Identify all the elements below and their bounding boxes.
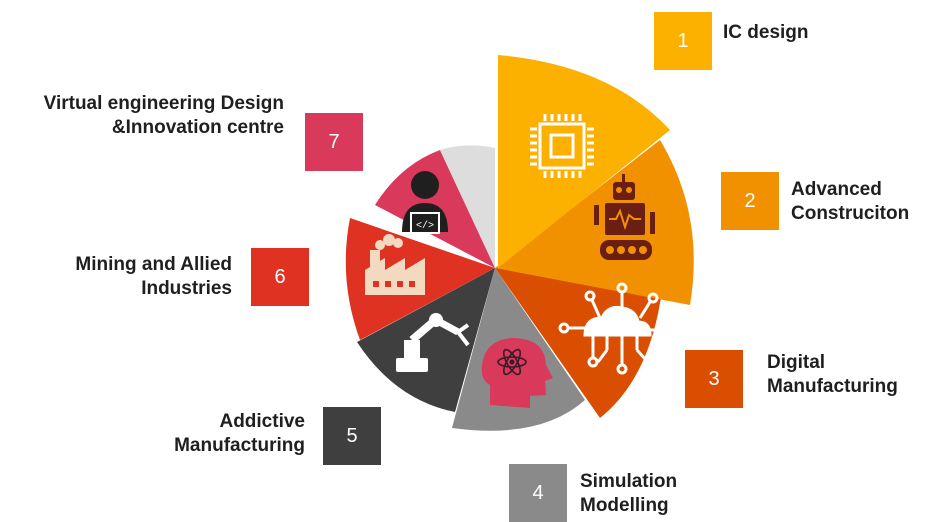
cloud-network-icon xyxy=(558,282,674,375)
number-box-6: 6 xyxy=(251,248,309,306)
label-2: Advanced Construciton xyxy=(791,178,909,226)
number-box-5: 5 xyxy=(323,407,381,465)
label-3-line-1: Digital xyxy=(767,352,826,373)
label-6: Mining and Allied Industries xyxy=(75,253,232,301)
svg-text:</>: </> xyxy=(416,220,434,232)
label-2-line-2: Construciton xyxy=(791,203,910,224)
number-box-7: 7 xyxy=(305,113,363,171)
number-box-3: 3 xyxy=(685,350,743,408)
label-7-line-1: Virtual engineering Design xyxy=(43,93,284,114)
developer-laptop-icon: </> xyxy=(402,171,448,234)
number-box-1: 1 xyxy=(654,12,712,70)
factory-icon xyxy=(365,234,425,295)
label-2-line-1: Advanced xyxy=(791,179,882,200)
number-box-4: 4 xyxy=(509,464,567,522)
label-5-line-2: Manufacturing xyxy=(174,435,305,456)
robotic-arm-icon xyxy=(396,313,470,372)
label-7-line-2: &Innovation centre xyxy=(111,117,284,138)
label-6-line-1: Mining and Allied xyxy=(75,254,232,275)
segment-5 xyxy=(357,268,495,412)
label-7: Virtual engineering Design &Innovation c… xyxy=(44,92,284,140)
label-4-line-1: Simulation xyxy=(580,471,678,492)
label-3: Digital Manufacturing xyxy=(767,351,898,399)
label-3-line-2: Manufacturing xyxy=(767,376,898,397)
robot-icon xyxy=(594,174,655,260)
label-4: Simulation Modelling xyxy=(580,470,677,518)
brain-atom-icon xyxy=(481,338,553,408)
segment-empty xyxy=(440,145,495,268)
label-6-line-2: Industries xyxy=(141,278,232,299)
label-1: IC design xyxy=(723,21,809,45)
label-4-line-2: Modelling xyxy=(580,495,669,516)
microchip-icon xyxy=(530,114,594,178)
label-5-line-1: Addictive xyxy=(219,411,305,432)
label-5: Addictive Manufacturing xyxy=(174,410,305,458)
label-1-line-1: IC design xyxy=(723,22,809,43)
number-box-2: 2 xyxy=(721,172,779,230)
